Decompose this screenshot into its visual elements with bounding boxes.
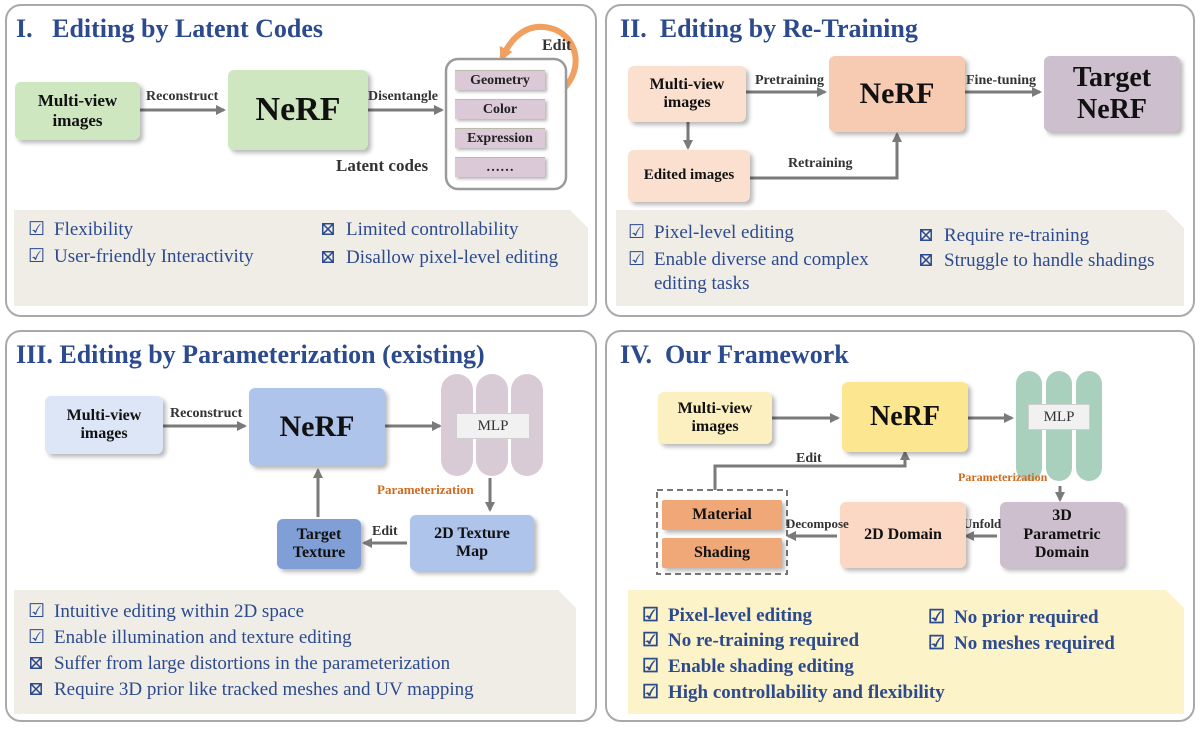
panel1-input-box: Multi-view images	[15, 82, 140, 140]
panel4-pro-3: ☑Enable shading editing	[642, 656, 854, 677]
note-parameterization	[14, 590, 576, 714]
panel4-shading-box: Shading	[662, 538, 782, 568]
note-our-framework	[628, 590, 1184, 714]
panel3-con-1: ⊠Suffer from large distortions in the pa…	[28, 653, 451, 674]
panel2-con-2: ⊠Struggle to handle shadings	[918, 250, 1155, 271]
panel3-con-2: ⊠Require 3D prior like tracked meshes an…	[28, 679, 474, 700]
panel4-mlp-label: MLP	[1028, 404, 1090, 430]
panel2-edited-box: Edited images	[628, 150, 750, 202]
panel4-input-box: Multi-view images	[658, 392, 772, 444]
panel1-reconstruct-label: Reconstruct	[146, 89, 219, 104]
panel2-retraining-label: Retraining	[788, 156, 853, 171]
panel4-material-box: Material	[662, 500, 782, 530]
panel1-edit-label: Edit	[542, 37, 572, 54]
panel4-pro-4: ☑High controllability and flexibility	[642, 682, 945, 703]
panel1-latent-label: Latent codes	[336, 156, 429, 175]
panel3-parameterization-label: Parameterization	[377, 482, 474, 497]
latent-more: ……	[455, 157, 545, 177]
latent-geometry: Geometry	[455, 70, 545, 90]
panel3-reconstruct-label: Reconstruct	[170, 406, 243, 421]
panel3-pro-1: ☑Intuitive editing within 2D space	[28, 601, 305, 622]
panel4-decompose-label: Decompose	[786, 516, 849, 531]
panel1-con-1: ⊠Limited controllability	[320, 219, 519, 240]
panel2-finetuning-label: Fine-tuning	[966, 73, 1037, 88]
panel4-pro-2: ☑No re-training required	[642, 630, 860, 651]
panel2-pro-3: editing tasks	[654, 273, 750, 294]
latent-expression: Expression	[455, 128, 545, 148]
note-retraining	[616, 210, 1184, 306]
panel4-title: IV. Our Framework	[620, 340, 849, 369]
panel1-nerf-box: NeRF	[228, 70, 368, 150]
panel3-target-texture-box: Target Texture	[277, 519, 361, 569]
note-latent	[14, 210, 588, 306]
panel4-2d-domain-box: 2D Domain	[840, 502, 966, 568]
latent-color: Color	[455, 99, 545, 119]
panel4-parameterization-label: Parameterization	[958, 470, 1048, 484]
panel2-title: II. Editing by Re-Training	[620, 14, 918, 43]
panel3-input-box: Multi-view images	[45, 396, 163, 454]
panel2-pretraining-label: Pretraining	[755, 73, 824, 88]
panel3-texture-map-box: 2D Texture Map	[410, 515, 534, 571]
panel4-unfold-label: Unfold	[963, 516, 1002, 531]
panel1-title: I. Editing by Latent Codes	[16, 14, 323, 43]
panel3-nerf-box: NeRF	[249, 388, 385, 466]
panel2-input-box: Multi-view images	[628, 66, 746, 122]
panel3-edit-label: Edit	[372, 524, 398, 539]
panel1-con-2: ⊠Disallow pixel-level editing	[320, 247, 559, 268]
panel2-nerf-box: NeRF	[829, 56, 965, 132]
panel2-target-box: Target NeRF	[1044, 56, 1180, 132]
panel4-pro-right-1: ☑No prior required	[928, 607, 1099, 628]
panel1-pro-2: ☑User-friendly Interactivity	[28, 246, 254, 267]
panel1-disentangle-label: Disentangle	[368, 89, 438, 104]
panel3-title: III. Editing by Parameterization (existi…	[16, 340, 485, 369]
panel4-edit-label: Edit	[796, 451, 822, 466]
panel3-mlp-label: MLP	[456, 413, 530, 439]
panel4-parametric-domain-box: 3D Parametric Domain	[1000, 502, 1124, 568]
panel2-pro-2: ☑Enable diverse and complex	[628, 249, 869, 270]
panel2-con-1: ⊠Require re-training	[918, 225, 1090, 246]
panel2-pro-1: ☑Pixel-level editing	[628, 222, 794, 243]
panel3-pro-2: ☑Enable illumination and texture editing	[28, 627, 352, 648]
panel1-pro-1: ☑Flexibility	[28, 219, 134, 240]
panel4-nerf-box: NeRF	[842, 382, 968, 452]
panel4-pro-1: ☑Pixel-level editing	[642, 605, 813, 626]
panel4-pro-right-2: ☑No meshes required	[928, 633, 1115, 654]
